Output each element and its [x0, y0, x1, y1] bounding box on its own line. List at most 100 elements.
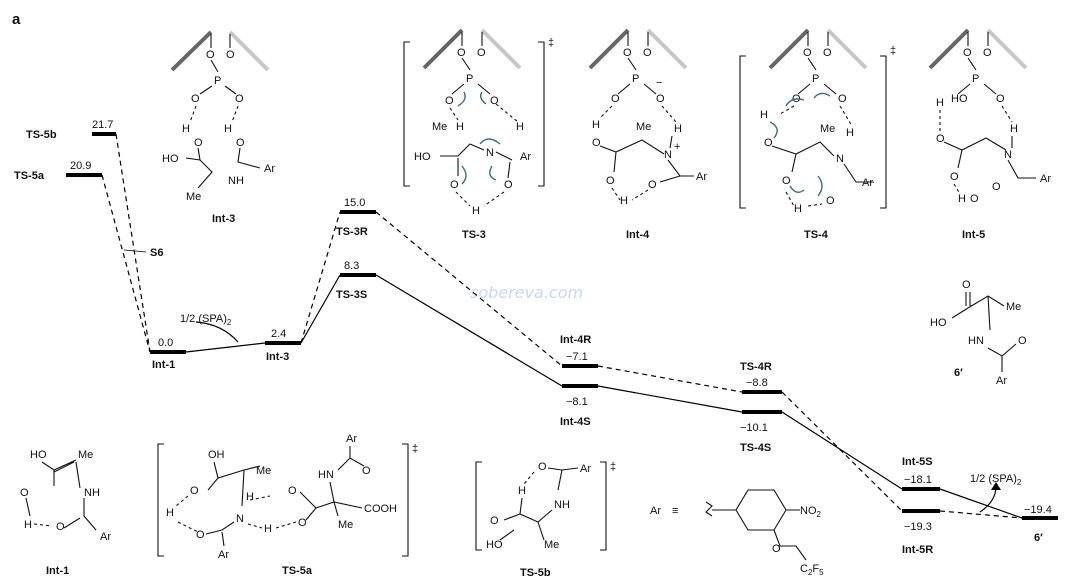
svg-text:OH: OH — [208, 449, 225, 461]
svg-text:N: N — [1004, 149, 1012, 161]
svg-text:N: N — [236, 513, 244, 525]
svg-text:O: O — [196, 529, 205, 541]
svg-text:O: O — [656, 93, 665, 105]
svg-text:O: O — [194, 137, 203, 149]
energy-ts5b: 21.7 — [92, 119, 113, 131]
svg-text:H: H — [264, 523, 272, 535]
svg-text:H: H — [182, 123, 190, 135]
ts4-brackets — [739, 55, 887, 209]
svg-text:O: O — [190, 485, 199, 497]
svg-text:H: H — [224, 123, 232, 135]
svg-text:O: O — [782, 175, 791, 187]
energy-ts4r: −8.8 — [746, 377, 768, 389]
caption-ts3: TS-3 — [462, 229, 486, 241]
svg-text:O: O — [962, 279, 971, 291]
svg-text:H: H — [592, 119, 600, 131]
energy-6prime: −19.4 — [1024, 504, 1052, 516]
svg-text:Ar: Ar — [100, 531, 111, 543]
svg-text:O: O — [191, 93, 200, 105]
svg-text:O: O — [936, 133, 945, 145]
surface-dark — [170, 30, 213, 72]
svg-text:O: O — [445, 95, 454, 107]
watermark: sobereva.com — [470, 283, 583, 302]
spa-in-arrow — [195, 321, 239, 343]
label-6prime: 6′ — [1034, 532, 1043, 544]
svg-text:O: O — [606, 175, 615, 187]
path-ts3r-int4r — [375, 211, 563, 367]
caption-int4: Int-4 — [626, 229, 650, 241]
svg-text:Me: Me — [820, 123, 835, 135]
svg-text:‡: ‡ — [412, 443, 418, 455]
svg-text:NH: NH — [228, 175, 244, 187]
svg-text:O: O — [648, 179, 657, 191]
svg-text:Ar: Ar — [264, 163, 275, 175]
svg-text:O: O — [992, 181, 1001, 193]
caption-int1: Int-1 — [46, 565, 69, 577]
path-ts5a-int1 — [101, 174, 151, 353]
label-int4s: Int-4S — [560, 416, 591, 428]
energy-ts3r: 15.0 — [344, 197, 365, 209]
structure-ts5a: ‡ OH Me O H H N O Ar H O O Me COOH HN O … — [157, 433, 418, 577]
svg-text:Ar: Ar — [580, 463, 591, 475]
label-ts5a: TS-5a — [14, 170, 45, 182]
energy-int3: 2.4 — [271, 328, 286, 340]
svg-text:H: H — [472, 205, 480, 217]
svg-text:Ar: Ar — [696, 171, 707, 183]
caption-ts5a: TS-5a — [282, 565, 313, 577]
spa-out-arrow — [979, 487, 997, 513]
svg-text:HO: HO — [162, 153, 179, 165]
svg-text:H: H — [794, 203, 802, 215]
path-int4s-ts4s — [597, 385, 743, 413]
label-int3: Int-3 — [266, 351, 289, 363]
svg-text:H: H — [246, 491, 254, 503]
svg-text:N: N — [836, 153, 844, 165]
svg-text:HO: HO — [486, 539, 503, 551]
svg-text:H: H — [620, 195, 628, 207]
svg-text:+: + — [674, 141, 680, 153]
energy-int5s: −18.1 — [904, 474, 932, 486]
path-int4r-ts4r — [597, 365, 743, 393]
caption-int5: Int-5 — [962, 229, 985, 241]
svg-text:H: H — [760, 109, 768, 121]
svg-text:O: O — [803, 47, 812, 59]
path-ts4r-int5r — [781, 391, 903, 512]
svg-text:H: H — [24, 519, 32, 531]
surface-light — [228, 30, 270, 72]
energy-profile: TS-5b TS-5a S6 Int-1 Int-3 TS-3R TS-3S I… — [14, 119, 1058, 556]
svg-text:O: O — [56, 521, 65, 533]
energy-int1: 0.0 — [158, 337, 173, 349]
ar-definition: Ar ≡ NO2 O C2F5 — [650, 489, 824, 577]
svg-text:O: O — [983, 47, 992, 59]
svg-text:O: O — [490, 95, 499, 107]
path-int5r-6 — [939, 510, 1023, 519]
svg-text:O: O — [298, 517, 307, 529]
svg-text:H: H — [456, 121, 464, 133]
svg-text:HO: HO — [30, 449, 47, 461]
svg-text:O: O — [950, 171, 959, 183]
svg-text:Me: Me — [544, 539, 559, 551]
label-int5s: Int-5S — [902, 456, 933, 468]
svg-text:Me: Me — [1006, 301, 1021, 313]
svg-text:COOH: COOH — [364, 503, 397, 515]
energy-int4r: −7.1 — [566, 351, 588, 363]
svg-text:Ar: Ar — [1040, 173, 1051, 185]
path-int5s-6 — [939, 488, 1023, 519]
structure-int1: HO Me NH O H O Ar Int-1 — [20, 449, 111, 577]
svg-text:Ar: Ar — [996, 375, 1007, 387]
caption-ts4: TS-4 — [804, 229, 829, 241]
path-int1-int3 — [185, 342, 266, 353]
label-int5r: Int-5R — [902, 544, 933, 556]
svg-text:−: − — [656, 77, 662, 89]
svg-text:O: O — [236, 137, 245, 149]
svg-text:O: O — [764, 137, 773, 149]
label-ts3s: TS-3S — [336, 289, 367, 301]
svg-text:Ar: Ar — [346, 433, 357, 445]
svg-text:H: H — [518, 485, 526, 497]
svg-text:N: N — [664, 149, 672, 161]
energy-int4s: −8.1 — [566, 396, 588, 408]
spa-out-label: 1/2 (SPA)2 — [970, 473, 1022, 487]
svg-text:O: O — [970, 193, 979, 205]
svg-text:HO: HO — [414, 151, 431, 163]
svg-text:O: O — [206, 49, 215, 61]
